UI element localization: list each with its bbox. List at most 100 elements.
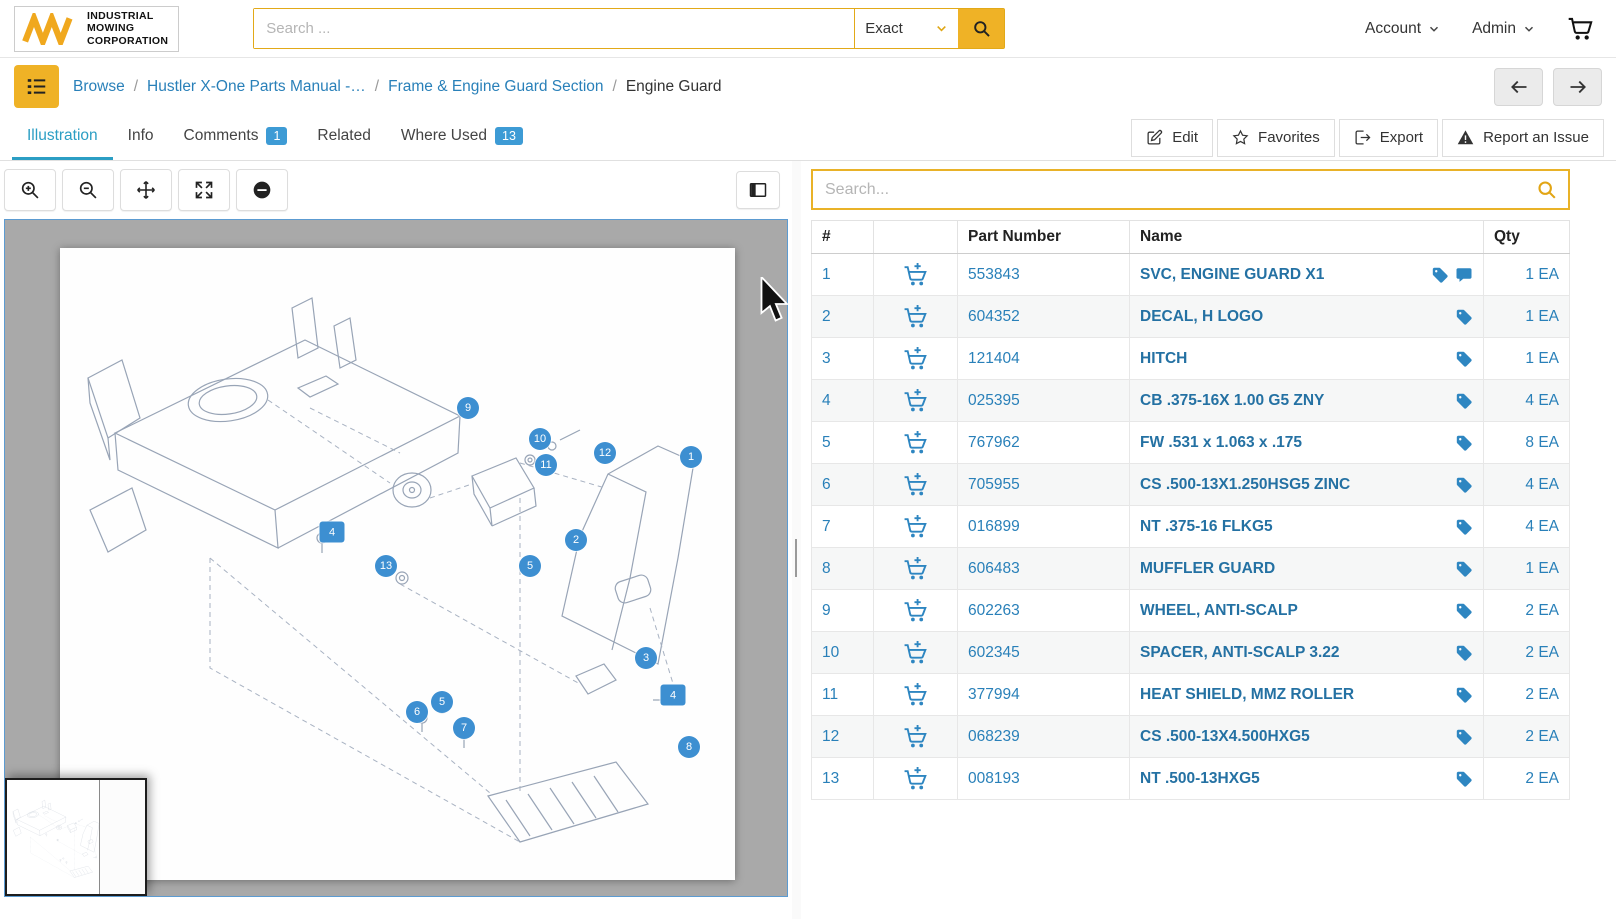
add-to-cart-button[interactable] xyxy=(903,388,928,413)
part-number-link[interactable]: 068239 xyxy=(968,728,1020,745)
illustration-canvas[interactable]: 9101112142135345678 xyxy=(4,219,788,897)
previous-page-button[interactable] xyxy=(1494,68,1543,106)
add-to-cart-button[interactable] xyxy=(903,514,928,539)
add-to-cart-button[interactable] xyxy=(903,556,928,581)
split-view-toggle-button[interactable] xyxy=(736,171,780,209)
part-number-link[interactable]: 377994 xyxy=(968,686,1020,703)
part-name-link[interactable]: CB .375-16X 1.00 G5 ZNY xyxy=(1140,392,1324,410)
thumbnail-navigator[interactable] xyxy=(5,778,147,896)
fit-screen-button[interactable] xyxy=(178,169,230,211)
tag-icon[interactable] xyxy=(1455,602,1473,620)
remove-highlight-button[interactable] xyxy=(236,169,288,211)
tag-icon[interactable] xyxy=(1455,560,1473,578)
global-search-input[interactable] xyxy=(254,9,854,48)
part-number-link[interactable]: 016899 xyxy=(968,518,1020,535)
tag-icon[interactable] xyxy=(1455,686,1473,704)
add-to-cart-button[interactable] xyxy=(903,598,928,623)
callout-5[interactable]: 5 xyxy=(519,555,541,577)
part-name-link[interactable]: SVC, ENGINE GUARD X1 xyxy=(1140,266,1324,284)
callout-4[interactable]: 4 xyxy=(320,522,345,543)
pan-button[interactable] xyxy=(120,169,172,211)
callout-3[interactable]: 3 xyxy=(635,647,657,669)
parts-search-button[interactable] xyxy=(1524,171,1568,208)
callout-4[interactable]: 4 xyxy=(661,685,686,706)
tag-icon[interactable] xyxy=(1455,644,1473,662)
add-to-cart-button[interactable] xyxy=(903,304,928,329)
callout-8[interactable]: 8 xyxy=(678,736,700,758)
part-name-link[interactable]: MUFFLER GUARD xyxy=(1140,560,1275,578)
tag-icon[interactable] xyxy=(1455,518,1473,536)
tab-info[interactable]: Info xyxy=(113,115,169,160)
tag-icon[interactable] xyxy=(1455,308,1473,326)
tag-icon[interactable] xyxy=(1455,476,1473,494)
tab-related[interactable]: Related xyxy=(302,115,385,160)
part-number-link[interactable]: 606483 xyxy=(968,560,1020,577)
tag-icon[interactable] xyxy=(1455,392,1473,410)
tag-icon[interactable] xyxy=(1455,728,1473,746)
callout-10[interactable]: 10 xyxy=(529,428,551,450)
admin-menu[interactable]: Admin xyxy=(1472,20,1535,38)
callout-12[interactable]: 12 xyxy=(594,442,616,464)
part-name-link[interactable]: NT .375-16 FLKG5 xyxy=(1140,518,1273,536)
callout-13[interactable]: 13 xyxy=(375,555,397,577)
table-of-contents-button[interactable] xyxy=(14,65,59,108)
edit-button[interactable]: Edit xyxy=(1131,119,1213,157)
callout-7[interactable]: 7 xyxy=(453,717,475,739)
add-to-cart-button[interactable] xyxy=(903,766,928,791)
callout-6[interactable]: 6 xyxy=(406,701,428,723)
add-to-cart-button[interactable] xyxy=(903,262,928,287)
part-number-link[interactable]: 121404 xyxy=(968,350,1020,367)
part-name-link[interactable]: DECAL, H LOGO xyxy=(1140,308,1263,326)
export-button[interactable]: Export xyxy=(1339,119,1438,157)
add-to-cart-button[interactable] xyxy=(903,682,928,707)
breadcrumb-link[interactable]: Frame & Engine Guard Section xyxy=(388,78,603,96)
part-name-link[interactable]: SPACER, ANTI-SCALP 3.22 xyxy=(1140,644,1340,662)
part-name-link[interactable]: FW .531 x 1.063 x .175 xyxy=(1140,434,1302,452)
part-name-link[interactable]: HITCH xyxy=(1140,350,1187,368)
part-number-link[interactable]: 705955 xyxy=(968,476,1020,493)
breadcrumb-link[interactable]: Hustler X-One Parts Manual -… xyxy=(147,78,366,96)
account-menu[interactable]: Account xyxy=(1365,20,1440,38)
parts-search-input[interactable] xyxy=(813,171,1524,208)
part-number-link[interactable]: 767962 xyxy=(968,434,1020,451)
part-number-link[interactable]: 008193 xyxy=(968,770,1020,787)
zoom-out-button[interactable] xyxy=(62,169,114,211)
favorites-button[interactable]: Favorites xyxy=(1217,119,1335,157)
report-issue-button[interactable]: Report an Issue xyxy=(1442,119,1604,157)
add-to-cart-button[interactable] xyxy=(903,472,928,497)
zoom-in-button[interactable] xyxy=(4,169,56,211)
add-to-cart-button[interactable] xyxy=(903,430,928,455)
part-name-link[interactable]: NT .500-13HXG5 xyxy=(1140,770,1260,788)
add-to-cart-button[interactable] xyxy=(903,346,928,371)
tab-comments[interactable]: Comments1 xyxy=(169,115,303,160)
comment-icon[interactable] xyxy=(1455,266,1473,284)
tag-icon[interactable] xyxy=(1455,434,1473,452)
breadcrumb-link[interactable]: Browse xyxy=(73,78,125,96)
tag-icon[interactable] xyxy=(1455,770,1473,788)
add-to-cart-button[interactable] xyxy=(903,640,928,665)
part-number-link[interactable]: 025395 xyxy=(968,392,1020,409)
tag-icon[interactable] xyxy=(1455,350,1473,368)
cart-icon[interactable] xyxy=(1567,15,1594,42)
tab-where-used[interactable]: Where Used13 xyxy=(386,115,538,160)
part-number-link[interactable]: 602263 xyxy=(968,602,1020,619)
search-mode-select[interactable]: Exact xyxy=(854,9,958,48)
panel-resize-handle[interactable] xyxy=(792,161,801,919)
part-name-link[interactable]: CS .500-13X4.500HXG5 xyxy=(1140,728,1310,746)
part-number-link[interactable]: 553843 xyxy=(968,266,1020,283)
company-logo[interactable]: INDUSTRIAL MOWING CORPORATION xyxy=(14,6,179,52)
callout-1[interactable]: 1 xyxy=(680,446,702,468)
global-search-button[interactable] xyxy=(958,9,1004,48)
part-number-link[interactable]: 604352 xyxy=(968,308,1020,325)
callout-2[interactable]: 2 xyxy=(565,529,587,551)
part-name-link[interactable]: CS .500-13X1.250HSG5 ZINC xyxy=(1140,476,1350,494)
tag-icon[interactable] xyxy=(1431,266,1449,284)
callout-11[interactable]: 11 xyxy=(535,454,557,476)
callout-5[interactable]: 5 xyxy=(431,691,453,713)
callout-9[interactable]: 9 xyxy=(457,397,479,419)
part-number-link[interactable]: 602345 xyxy=(968,644,1020,661)
part-name-link[interactable]: WHEEL, ANTI-SCALP xyxy=(1140,602,1298,620)
part-name-link[interactable]: HEAT SHIELD, MMZ ROLLER xyxy=(1140,686,1354,704)
tab-illustration[interactable]: Illustration xyxy=(12,115,113,160)
next-page-button[interactable] xyxy=(1553,68,1602,106)
